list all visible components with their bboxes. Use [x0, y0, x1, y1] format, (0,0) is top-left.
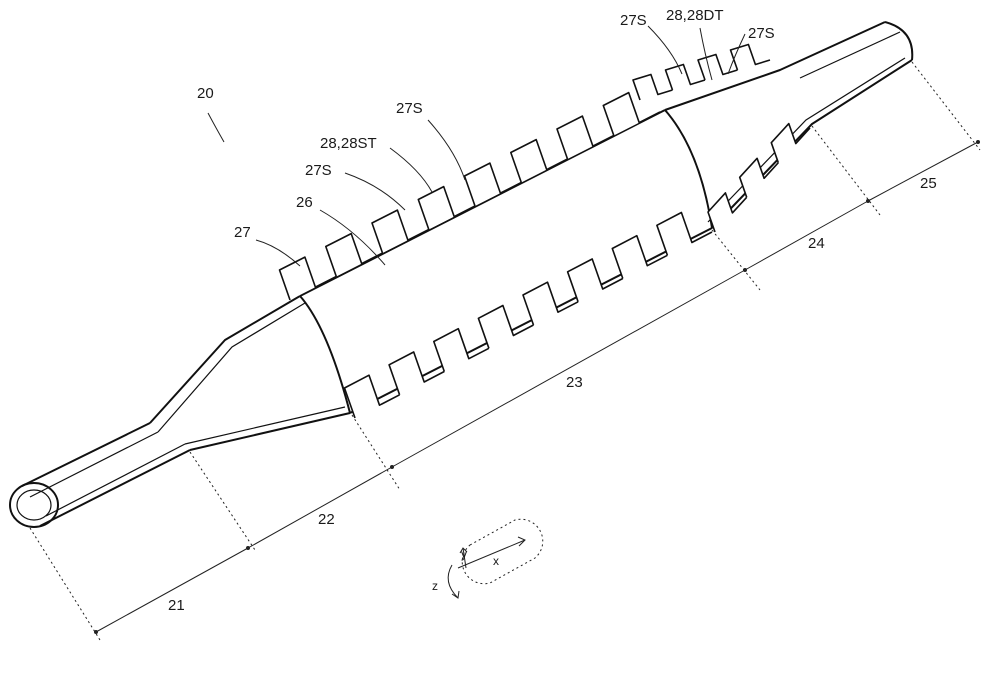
- tube-end-outer: [9, 482, 59, 528]
- distal-cone-top: [664, 21, 886, 111]
- proximal-cone-top: [149, 295, 301, 424]
- fins-top-row: [278, 91, 661, 301]
- cylinder-right-end: [664, 109, 713, 229]
- top-fin-8: [602, 91, 661, 136]
- label-27s-d: 27S: [748, 25, 775, 42]
- top-fin-7: [556, 115, 615, 160]
- section-label-24: 24: [808, 235, 825, 252]
- distal-bottom-fin-3: [770, 122, 811, 163]
- proximal-shaft-top: [21, 422, 151, 487]
- bottom-fin-8: [656, 211, 713, 256]
- fins-bottom-row: [343, 211, 713, 419]
- top-fin-1: [278, 256, 337, 301]
- distal-bottom-fin-1: [707, 192, 748, 233]
- bottom-fin-2: [388, 351, 445, 396]
- axis-label-z: z: [432, 579, 438, 593]
- label-27s-b: 27S: [396, 100, 423, 117]
- callout-labels: 20 27 26 27S 28,28ST 27S 27S 28,28DT 27S…: [168, 7, 937, 614]
- axis-capsule: [461, 518, 544, 585]
- dimension-lines: [94, 140, 980, 634]
- leader-lines: [207, 25, 746, 267]
- top-fin-4: [417, 185, 476, 230]
- top-fin-6: [510, 138, 568, 183]
- label-ref-20: 20: [197, 85, 214, 102]
- cylinder-left-end: [299, 295, 351, 414]
- label-28st: 28,28ST: [320, 135, 377, 152]
- axis-label-x: x: [493, 554, 499, 568]
- section-label-23: 23: [566, 374, 583, 391]
- section-boundaries: [29, 61, 981, 641]
- bottom-fin-6: [566, 258, 624, 303]
- fins-distal-cone: [632, 43, 811, 233]
- proximal-cone-bottom: [189, 412, 351, 451]
- distal-top-fin-2: [664, 63, 706, 91]
- tube-end-inner: [16, 489, 52, 521]
- distal-bottom-fin-2: [738, 157, 779, 198]
- top-fin-5: [463, 162, 522, 207]
- label-27s-c: 27S: [620, 12, 647, 29]
- bottom-fin-7: [611, 234, 668, 279]
- distal-top-fin-4: [729, 43, 771, 71]
- distal-top-fin-1: [632, 73, 673, 101]
- top-fin-3: [371, 209, 430, 254]
- bottom-fin-3: [433, 327, 490, 372]
- label-28dt: 28,28DT: [666, 7, 724, 24]
- top-fin-2: [325, 232, 383, 277]
- proximal-shaft-bottom: [39, 449, 191, 527]
- balloon-body: [9, 21, 914, 528]
- axis-inset: x y z: [432, 518, 544, 599]
- distal-shaft-end: [884, 21, 914, 61]
- distal-top-fin-3: [697, 53, 738, 81]
- label-26: 26: [296, 194, 313, 211]
- label-27s-a: 27S: [305, 162, 332, 179]
- label-27: 27: [234, 224, 251, 241]
- bottom-fin-1: [343, 374, 400, 419]
- axis-label-y: y: [461, 547, 467, 561]
- section-label-25: 25: [920, 175, 937, 192]
- bottom-fin-4: [477, 304, 534, 349]
- section-label-22: 22: [318, 511, 335, 528]
- bottom-fin-5: [522, 281, 579, 326]
- section-label-21: 21: [168, 597, 185, 614]
